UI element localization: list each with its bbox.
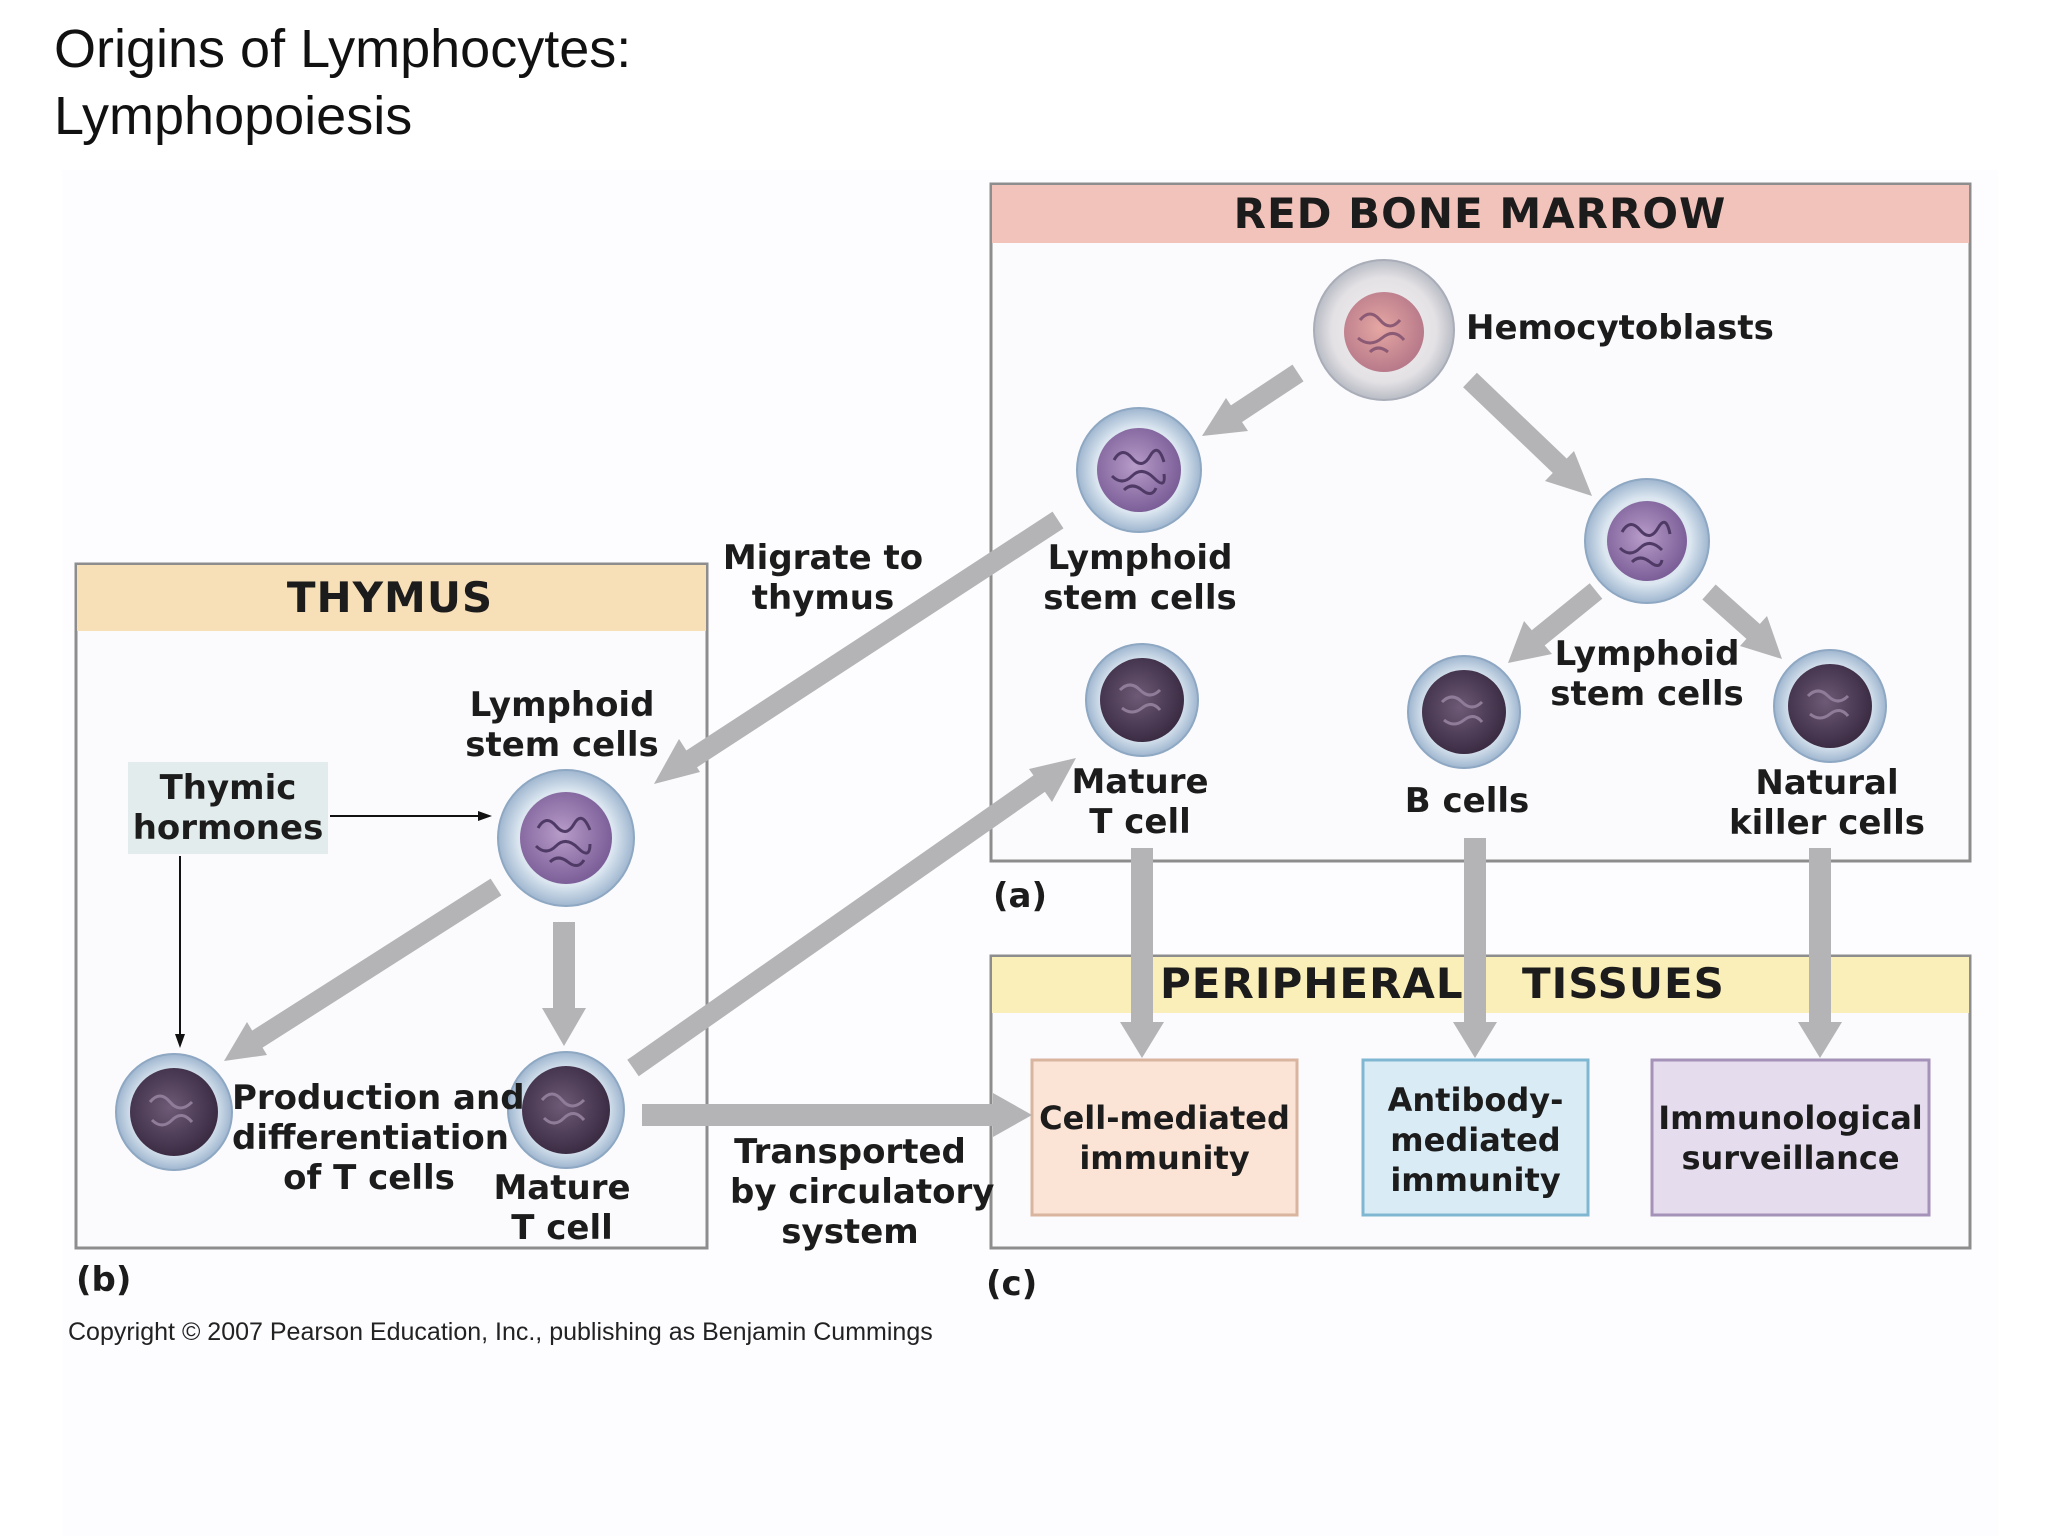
red-bone-marrow-header-band	[992, 185, 1969, 243]
mature-t-cell-marrow	[1085, 643, 1199, 757]
lymphoid-stem-cell-a	[1076, 407, 1202, 533]
pathway-arrows	[224, 364, 1842, 1137]
title-line-1: Origins of Lymphocytes:	[54, 19, 632, 79]
title-line-2: Lymphopoiesis	[54, 86, 413, 146]
thymus-lymphoid-stem-cell	[497, 769, 635, 907]
b-cell	[1407, 655, 1521, 769]
migrate-label: Migrate to thymus	[722, 538, 924, 618]
arrow-to-nk-cells	[1702, 584, 1782, 659]
mature-t-cell-thymus-label: Mature T cell	[493, 1168, 631, 1248]
lymphoid-stem-cell-b	[1584, 478, 1710, 604]
hemocytoblast-cell	[1313, 259, 1455, 401]
lymphoid-stem-label-b: Lymphoid stem cells	[1550, 634, 1744, 714]
hemocytoblasts-label: Hemocytoblasts	[1466, 308, 1774, 348]
transported-label: Transported by circulatory system	[730, 1132, 995, 1252]
arrow-to-production	[224, 878, 502, 1061]
arrow-nk-to-surveillance	[1798, 848, 1842, 1058]
cell-mediated-label: Cell-mediated immunity	[1039, 1099, 1290, 1177]
peripheral-header-right: TISSUES	[1522, 959, 1725, 1008]
arrow-to-marrow-mature-t	[627, 758, 1076, 1077]
surveillance-box	[1650, 1058, 1931, 1217]
slide-title: Origins of Lymphocytes: Lymphopoiesis	[54, 16, 631, 150]
hormone-arrows	[175, 811, 492, 1048]
thymic-hormones-box	[128, 762, 328, 854]
antibody-label: Antibody- mediated immunity	[1387, 1081, 1564, 1199]
antibody-box	[1361, 1058, 1590, 1217]
nk-cells-label: Natural killer cells	[1729, 763, 1925, 843]
arrow-migrate-to-thymus	[654, 511, 1064, 784]
cell-mediated-box	[1030, 1058, 1299, 1217]
production-label: Production and differentiation of T cell…	[232, 1078, 525, 1198]
thymus-header-band	[77, 565, 706, 631]
copyright-notice: Copyright © 2007 Pearson Education, Inc.…	[68, 1318, 933, 1346]
developing-t-cell	[115, 1053, 233, 1171]
b-cells-label: B cells	[1404, 781, 1530, 821]
arrow-hemo-to-lymphoid-b	[1463, 372, 1592, 496]
thymic-hormones-label: Thymic hormones	[132, 768, 324, 848]
panel-tag-a: (a)	[993, 876, 1048, 916]
arrow-mature-t-to-cell-mediated	[1120, 848, 1164, 1058]
peripheral-tissues-panel	[989, 954, 1972, 1250]
peripheral-header-left: PERIPHERAL	[1160, 959, 1464, 1008]
thymus-header: THYMUS	[286, 573, 494, 622]
surveillance-label: Immunological surveillance	[1658, 1099, 1923, 1177]
lymphoid-stem-label-a: Lymphoid stem cells	[1043, 538, 1237, 618]
panel-tag-b: (b)	[76, 1260, 132, 1300]
panel-tag-c: (c)	[986, 1264, 1038, 1304]
arrow-b-cells-to-antibody	[1453, 838, 1497, 1058]
natural-killer-cell	[1773, 649, 1887, 763]
arrow-hemo-to-lymphoid-a	[1202, 364, 1304, 436]
thymus-panel	[74, 562, 709, 1250]
thymus-lymphoid-stem-label: Lymphoid stem cells	[465, 685, 659, 765]
mature-t-cell-marrow-label: Mature T cell	[1071, 762, 1209, 842]
arrow-to-mature-t-thymus	[542, 922, 586, 1046]
arrow-to-b-cells	[1508, 583, 1603, 663]
red-bone-marrow-header: RED BONE MARROW	[1233, 189, 1727, 238]
arrow-transported	[642, 1093, 1032, 1137]
mature-t-cell-thymus	[507, 1051, 625, 1169]
